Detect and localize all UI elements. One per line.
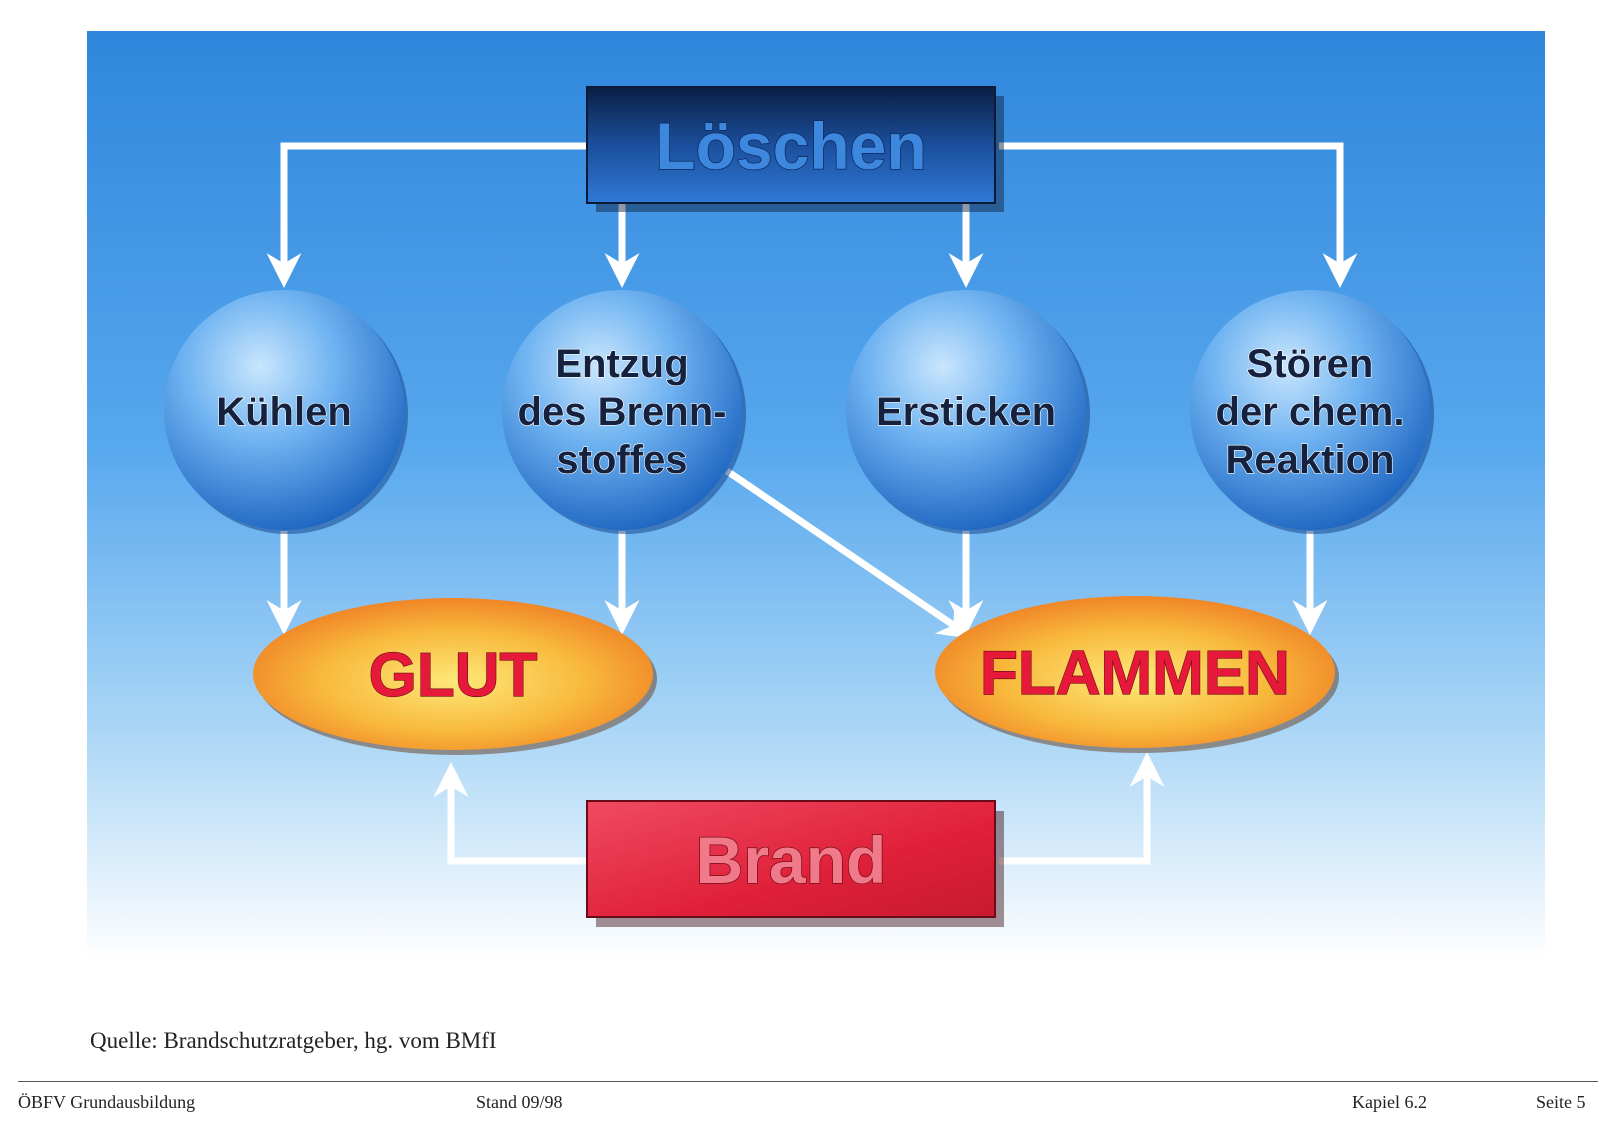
method-label-entzug-line2: des Brenn- bbox=[518, 390, 727, 434]
method-label-entzug-line1: Entzug bbox=[555, 342, 688, 386]
arrow-brand-to-flammen bbox=[999, 752, 1165, 865]
method-label-stoeren-line3: Reaktion bbox=[1226, 438, 1395, 482]
loeschen-box: Löschen bbox=[586, 86, 1004, 212]
method-label-stoeren-line1: Stören bbox=[1247, 342, 1374, 386]
method-label-ersticken: Ersticken bbox=[876, 390, 1056, 434]
brand-label: Brand bbox=[696, 823, 887, 897]
fire-extinguishing-diagram: Löschen Kühlen Entzug des Brenn- stoffes… bbox=[87, 31, 1545, 961]
footer-chapter: Kapiel 6.2 bbox=[1352, 1092, 1427, 1112]
arrow-group bbox=[266, 142, 1358, 865]
arrow-entzug-to-flammen bbox=[725, 468, 974, 639]
arrow-loeschen-to-kuehlen bbox=[266, 142, 587, 288]
outcome-label-glut: GLUT bbox=[369, 641, 538, 710]
outcome-label-flammen: FLAMMEN bbox=[980, 639, 1290, 708]
method-label-stoeren-line2: der chem. bbox=[1216, 390, 1405, 434]
source-note: Quelle: Brandschutzratgeber, hg. vom BMf… bbox=[90, 1028, 497, 1053]
method-sphere-ersticken: Ersticken bbox=[846, 290, 1090, 534]
loeschen-label: Löschen bbox=[655, 109, 926, 183]
brand-box: Brand bbox=[586, 800, 1004, 927]
arrow-loeschen-to-stoeren bbox=[999, 142, 1358, 288]
method-label-entzug-line3: stoffes bbox=[556, 438, 687, 482]
method-label-kuehlen: Kühlen bbox=[216, 390, 352, 434]
arrow-brand-to-glut bbox=[433, 762, 587, 865]
outcome-ellipse-flammen: FLAMMEN bbox=[935, 596, 1339, 753]
diagram-canvas: Löschen Kühlen Entzug des Brenn- stoffes… bbox=[87, 31, 1545, 961]
method-sphere-entzug: Entzug des Brenn- stoffes bbox=[502, 290, 746, 534]
footer-divider bbox=[18, 1081, 1598, 1082]
outcome-ellipse-glut: GLUT bbox=[253, 598, 657, 755]
method-sphere-stoeren: Stören der chem. Reaktion bbox=[1190, 290, 1434, 534]
footer-organization: ÖBFV Grundausbildung bbox=[18, 1092, 196, 1112]
method-sphere-kuehlen: Kühlen bbox=[164, 290, 408, 534]
footer-page-number: Seite 5 bbox=[1536, 1092, 1586, 1112]
footer-version: Stand 09/98 bbox=[476, 1092, 563, 1112]
